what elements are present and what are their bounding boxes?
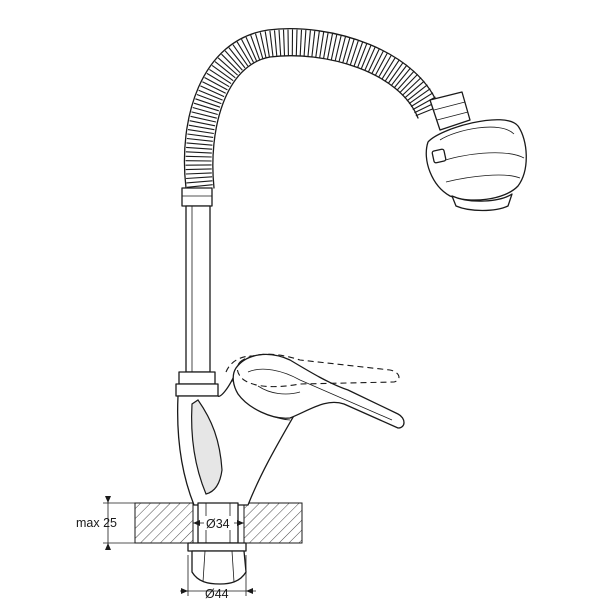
hose-ridge [214,61,236,79]
hose-ridge [228,47,246,69]
dimension-label-inner-diameter: Ø34 [206,517,230,531]
hose-ridge [202,81,226,94]
hose-ridge [206,72,230,88]
hose-ridge [311,30,316,57]
hose-ridge [196,93,222,105]
countertop-right [243,502,303,544]
hose-ridge [345,38,355,64]
hose-ridge [269,30,274,57]
hose-ridge [410,92,434,108]
hose-ridge [315,31,320,58]
hose-ridge [374,52,388,76]
hose-ridge [188,124,215,131]
hose-ridge [217,57,238,76]
hose-ridge [319,31,325,58]
lever-raised-outline [225,353,400,388]
hose-ridge [338,36,347,62]
dimension-inner-diameter: Ø34 [193,516,244,531]
hose-ridge [209,68,232,85]
hose-ridge [187,129,214,135]
countertop-section [134,502,303,544]
dimension-max-25: max 25 [76,496,135,550]
hose-ridge [387,61,404,84]
hose-ridge [185,168,212,171]
hose-ridge [236,41,252,65]
hose-ridge [193,102,219,112]
hose-ridge [408,88,431,105]
hose-ridge [186,137,213,142]
hose-ridge [406,84,428,102]
hose-ridge [371,50,384,75]
hose-ridge [273,30,278,57]
hose-ridge [200,85,225,98]
hose-ridge [195,98,221,108]
hose-ridge [191,111,217,119]
hose-ridge [404,80,425,99]
hose-ridge [278,29,282,56]
hose-ridge [186,184,213,188]
hose-ridge [360,44,372,70]
hose-ridge [330,34,338,61]
hose-ridge [384,59,400,82]
lever-handle [232,353,405,429]
hose-ridge [185,155,212,158]
hose-ridge [186,180,213,184]
hose-ridge [326,33,334,60]
hose-ridge [295,29,298,56]
hose-ridge [367,48,380,73]
hose-ridge [185,151,212,154]
flexible-spout-hose [183,28,441,189]
dimension-label-outer-diameter: Ø44 [205,587,229,600]
hose-ridge [393,67,412,89]
riser-pipe [175,187,219,397]
hose-ridge [323,32,329,59]
hose-ridge [241,39,254,63]
hose-ridge [250,35,261,60]
hose-ridge [264,31,270,58]
hose-ridge [185,172,212,175]
hose-ridge [221,53,241,73]
hose-ridge [381,56,396,80]
hose-ridge [186,146,213,150]
hose-ridge [192,106,218,116]
countertop-left [134,502,194,544]
hose-ridge [254,33,264,59]
hose-ridge [204,77,228,91]
spray-head [425,91,527,212]
hose-ridge [211,64,234,82]
hose-ridge [189,120,216,127]
hose-ridge [353,41,364,67]
hose-ridge [299,29,303,56]
hose-ridge [342,37,351,63]
hose-ridge [198,89,223,101]
hose-ridge [396,70,415,91]
hose-ridge [378,54,392,78]
hose-ridge [303,29,307,57]
dimension-label-max-25: max 25 [76,516,117,530]
hose-ridge [186,176,213,180]
hose-ridge [232,44,249,67]
hose-ridge [364,46,376,71]
hose-ridge [259,32,267,58]
hose-ridge [186,142,213,146]
hose-ridge [349,40,359,66]
hose-ridge [190,115,217,123]
hose-ridge [334,35,342,61]
hose-ridge [399,73,419,94]
hose-ridge [401,77,422,96]
dimension-outer-diameter: Ø44 [180,555,256,600]
hose-ridge [187,133,214,138]
hose-ridge [245,36,258,62]
hose-ridge [357,43,368,68]
hose-ridge [282,29,286,56]
hose-ridge [390,64,408,87]
hose-ridge [224,50,243,71]
mounting-shank [187,502,247,585]
hose-ridge [307,30,311,57]
